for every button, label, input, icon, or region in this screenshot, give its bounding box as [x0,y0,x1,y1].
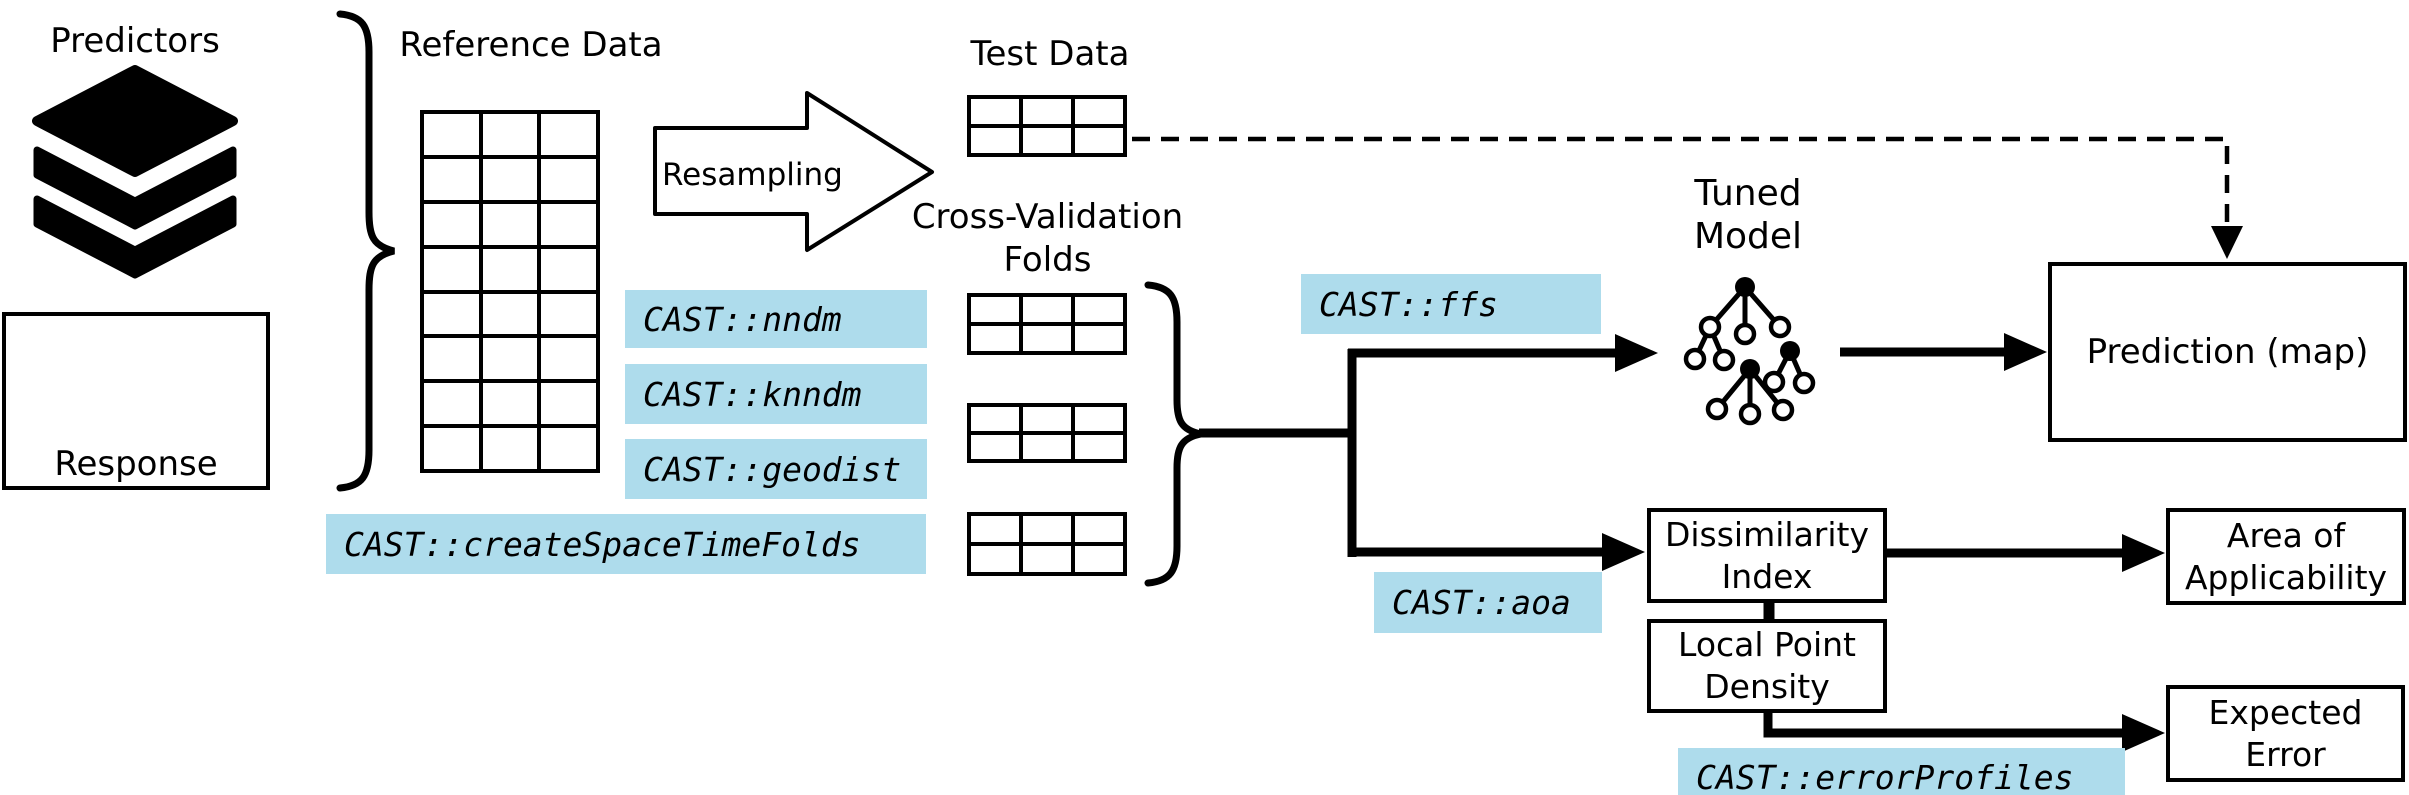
code-label-knndm: CAST::knndm [625,364,927,424]
code-label-aoa: CAST::aoa [1374,572,1602,633]
table-cell [422,336,481,382]
tuned-model-tree-icon [1683,277,1816,426]
predictors-label: Predictors [50,21,220,61]
table-cell [422,112,481,157]
table-cell [1073,544,1125,574]
table-cell [1073,324,1125,353]
table-cell [480,156,540,202]
table-cell [539,291,598,337]
cv-fold-table-2 [967,403,1127,463]
table-cell [480,246,540,292]
table-cell [480,112,540,157]
table-cell [480,201,540,247]
local-point-density-box: Local Point Density [1647,619,1887,713]
model-to-prediction-arrow [1840,333,2047,371]
tuned-model-label: Tuned Model [1693,173,1803,257]
table-cell [480,426,540,471]
table-cell [539,336,598,382]
table-cell [539,156,598,202]
resampling-block-arrow-icon [653,91,934,252]
code-label-ffs: CAST::ffs [1301,274,1601,334]
table-cell [422,246,481,292]
code-label-create-space-time-folds: CAST::createSpaceTimeFolds [326,514,926,574]
table-cell [422,156,481,202]
code-label-nndm: CAST::nndm [625,290,927,348]
left-grouping-brace-icon [336,10,395,492]
table-cell [969,514,1021,544]
table-cell [1021,544,1073,574]
table-cell [539,426,598,471]
expected-error-box: Expected Error [2166,685,2405,782]
code-label-error-profiles: CAST::errorProfiles [1678,748,2125,795]
table-cell [1073,97,1125,126]
dissimilarity-index-box: Dissimilarity Index [1647,508,1887,603]
code-label-geodist: CAST::geodist [625,439,927,499]
table-cell [1021,295,1073,324]
table-cell [969,405,1021,433]
table-cell [1021,126,1073,155]
table-cell [1021,405,1073,433]
table-cell [1073,405,1125,433]
cross-validation-folds-label: Cross-Validation Folds [911,197,1184,280]
folds-grouping-brace-icon [1144,281,1202,587]
density-to-expected-error-arrow [1763,709,2165,752]
arrowhead-to-dissimilarity [1602,533,1645,571]
table-cell [539,112,598,157]
table-cell [1073,126,1125,155]
table-cell [539,246,598,292]
table-cell [1021,514,1073,544]
table-cell [422,291,481,337]
table-cell [539,381,598,427]
table-cell [1073,514,1125,544]
prediction-map-box: Prediction (map) [2048,262,2407,442]
test-data-to-prediction-dashed-arrow [1132,136,2243,259]
dissimilarity-to-area-arrow [1887,534,2165,572]
reference-data-label: Reference Data [399,25,663,65]
table-cell [422,381,481,427]
table-cell [969,433,1021,461]
table-cell [480,381,540,427]
table-cell [969,295,1021,324]
folds-branch-connector [1199,348,1618,557]
table-cell [1073,433,1125,461]
area-of-applicability-box: Area of Applicability [2166,508,2406,605]
table-cell [422,426,481,471]
reference-data-table [420,110,600,473]
table-cell [969,126,1021,155]
response-box: Response [2,312,270,490]
table-cell [480,336,540,382]
table-cell [1021,324,1073,353]
table-cell [969,97,1021,126]
arrowhead-to-tuned-model [1615,334,1658,372]
response-label: Response [54,444,218,484]
cv-fold-table-3 [967,512,1127,576]
table-cell [539,201,598,247]
resampling-label: Resampling [662,157,843,193]
test-data-table [967,95,1127,157]
table-cell [969,544,1021,574]
layers-icon [32,65,238,279]
table-cell [969,324,1021,353]
cv-fold-table-1 [967,293,1127,355]
test-data-label: Test Data [970,34,1130,74]
table-cell [480,291,540,337]
table-cell [1073,295,1125,324]
table-cell [422,201,481,247]
table-cell [1021,433,1073,461]
table-cell [1021,97,1073,126]
